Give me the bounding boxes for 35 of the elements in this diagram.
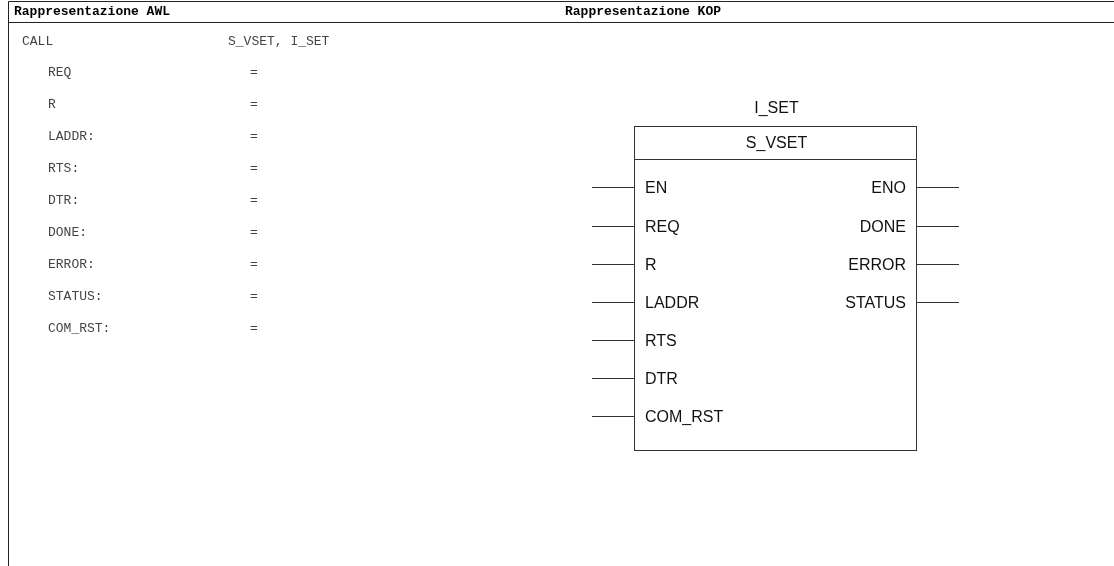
pin-label: STATUS xyxy=(845,294,906,312)
pin-label: DONE xyxy=(859,218,906,236)
code-text: = xyxy=(250,193,258,209)
code-text: = xyxy=(250,65,258,81)
block-name: S_VSET xyxy=(745,134,808,152)
pin-label: EN xyxy=(645,179,668,197)
code-text: REQ xyxy=(48,65,72,81)
column-header: Rappresentazione AWL xyxy=(14,4,171,20)
pin-label: COM_RST xyxy=(645,408,724,426)
code-text: ERROR: xyxy=(48,257,95,273)
instance-name: I_SET xyxy=(754,99,799,117)
code-text: = xyxy=(250,225,258,241)
code-text: COM_RST: xyxy=(48,321,111,337)
pin-label: R xyxy=(645,256,657,274)
code-text: = xyxy=(250,257,258,273)
code-text: = xyxy=(250,161,258,177)
code-text: = xyxy=(250,129,258,145)
pin-label: DTR xyxy=(645,370,678,388)
code-text: = xyxy=(250,289,258,305)
pin-label: ENO xyxy=(871,179,906,197)
pin-label: LADDR xyxy=(645,294,700,312)
pin-label: REQ xyxy=(645,218,680,236)
code-text: R xyxy=(48,97,56,113)
code-text: RTS: xyxy=(48,161,80,177)
pin-label: RTS xyxy=(645,332,677,350)
code-text: DTR: xyxy=(48,193,80,209)
code-text: S_VSET, I_SET xyxy=(228,34,330,50)
code-text: = xyxy=(250,321,258,337)
code-text: STATUS: xyxy=(48,289,103,305)
pin-label: ERROR xyxy=(848,256,906,274)
code-text: = xyxy=(250,97,258,113)
code-text: CALL xyxy=(22,34,54,50)
code-text: LADDR: xyxy=(48,129,95,145)
code-text: DONE: xyxy=(48,225,87,241)
column-header: Rappresentazione KOP xyxy=(565,4,722,20)
